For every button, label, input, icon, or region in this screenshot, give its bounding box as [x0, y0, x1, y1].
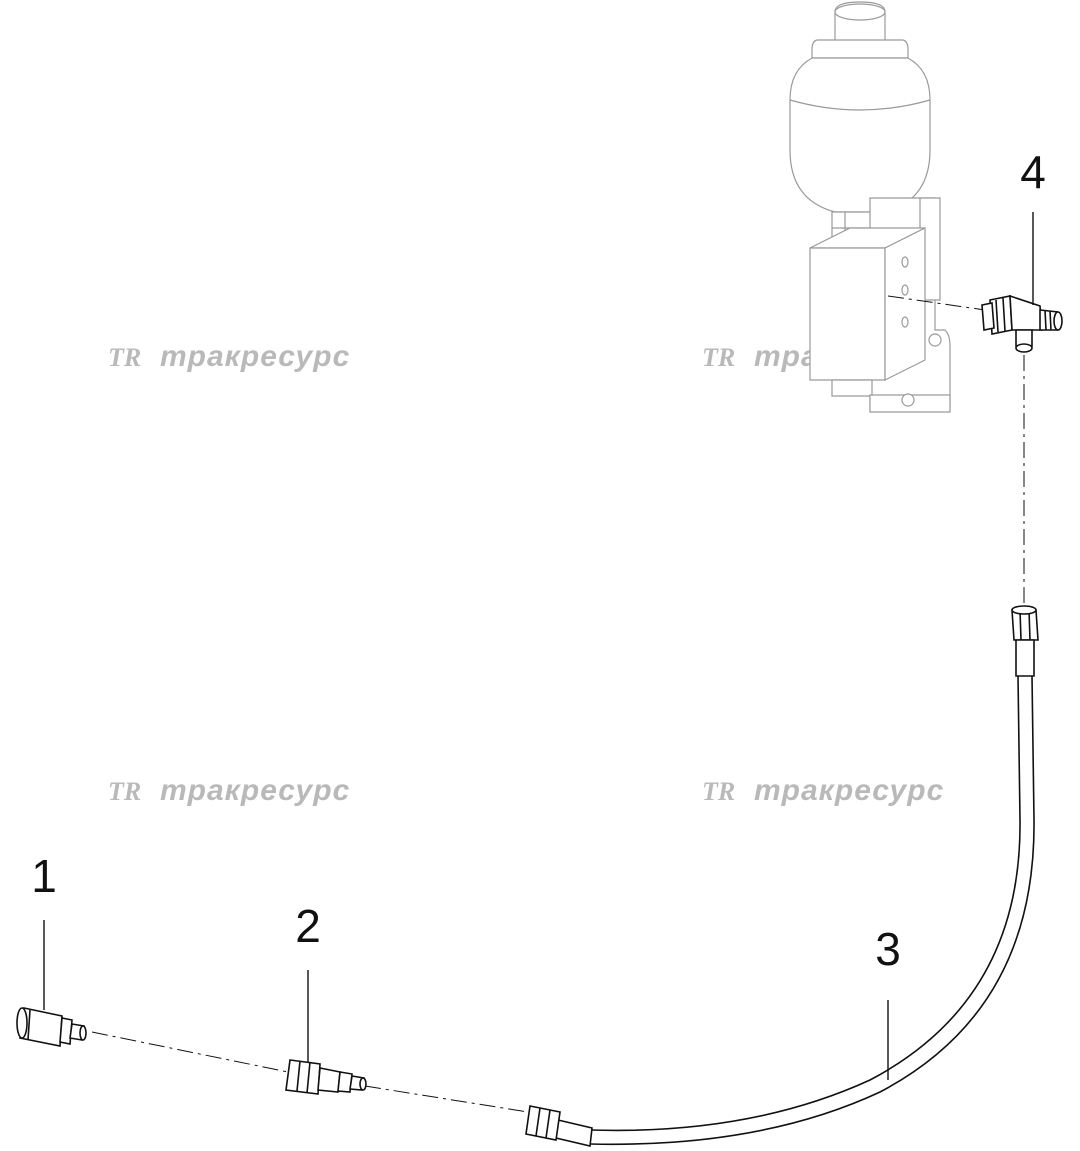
centerline-tee-to-block: [887, 295, 986, 311]
watermark-bottom-right: TR тракресурс: [702, 774, 944, 807]
callout-3: 3: [875, 923, 901, 975]
callout-4: 4: [1020, 146, 1046, 198]
callout-2: 2: [295, 900, 321, 952]
watermark-text: тракресурс: [160, 340, 350, 373]
watermark-text: тракресурс: [160, 774, 350, 807]
watermark-logo: TR: [108, 343, 141, 372]
hose-assembly-part-3[interactable]: [525, 605, 1039, 1147]
connector-part-1[interactable]: [16, 1007, 87, 1047]
watermark-logo: TR: [108, 777, 141, 806]
watermark-logo: TR: [702, 343, 735, 372]
adapter-part-2[interactable]: [285, 1059, 367, 1095]
watermark-top-left: TR тракресурс: [108, 340, 350, 373]
centerline-part2-hose: [364, 1085, 529, 1113]
watermark-logo: TR: [702, 777, 735, 806]
callout-1: 1: [31, 850, 57, 902]
tee-fitting-part-4[interactable]: [981, 294, 1063, 353]
accumulator-assembly: [789, 1, 951, 413]
centerline-part1-part2: [91, 1031, 289, 1073]
watermark-bottom-left: TR тракресурс: [108, 774, 350, 807]
watermark-text: тракресурс: [754, 774, 944, 807]
